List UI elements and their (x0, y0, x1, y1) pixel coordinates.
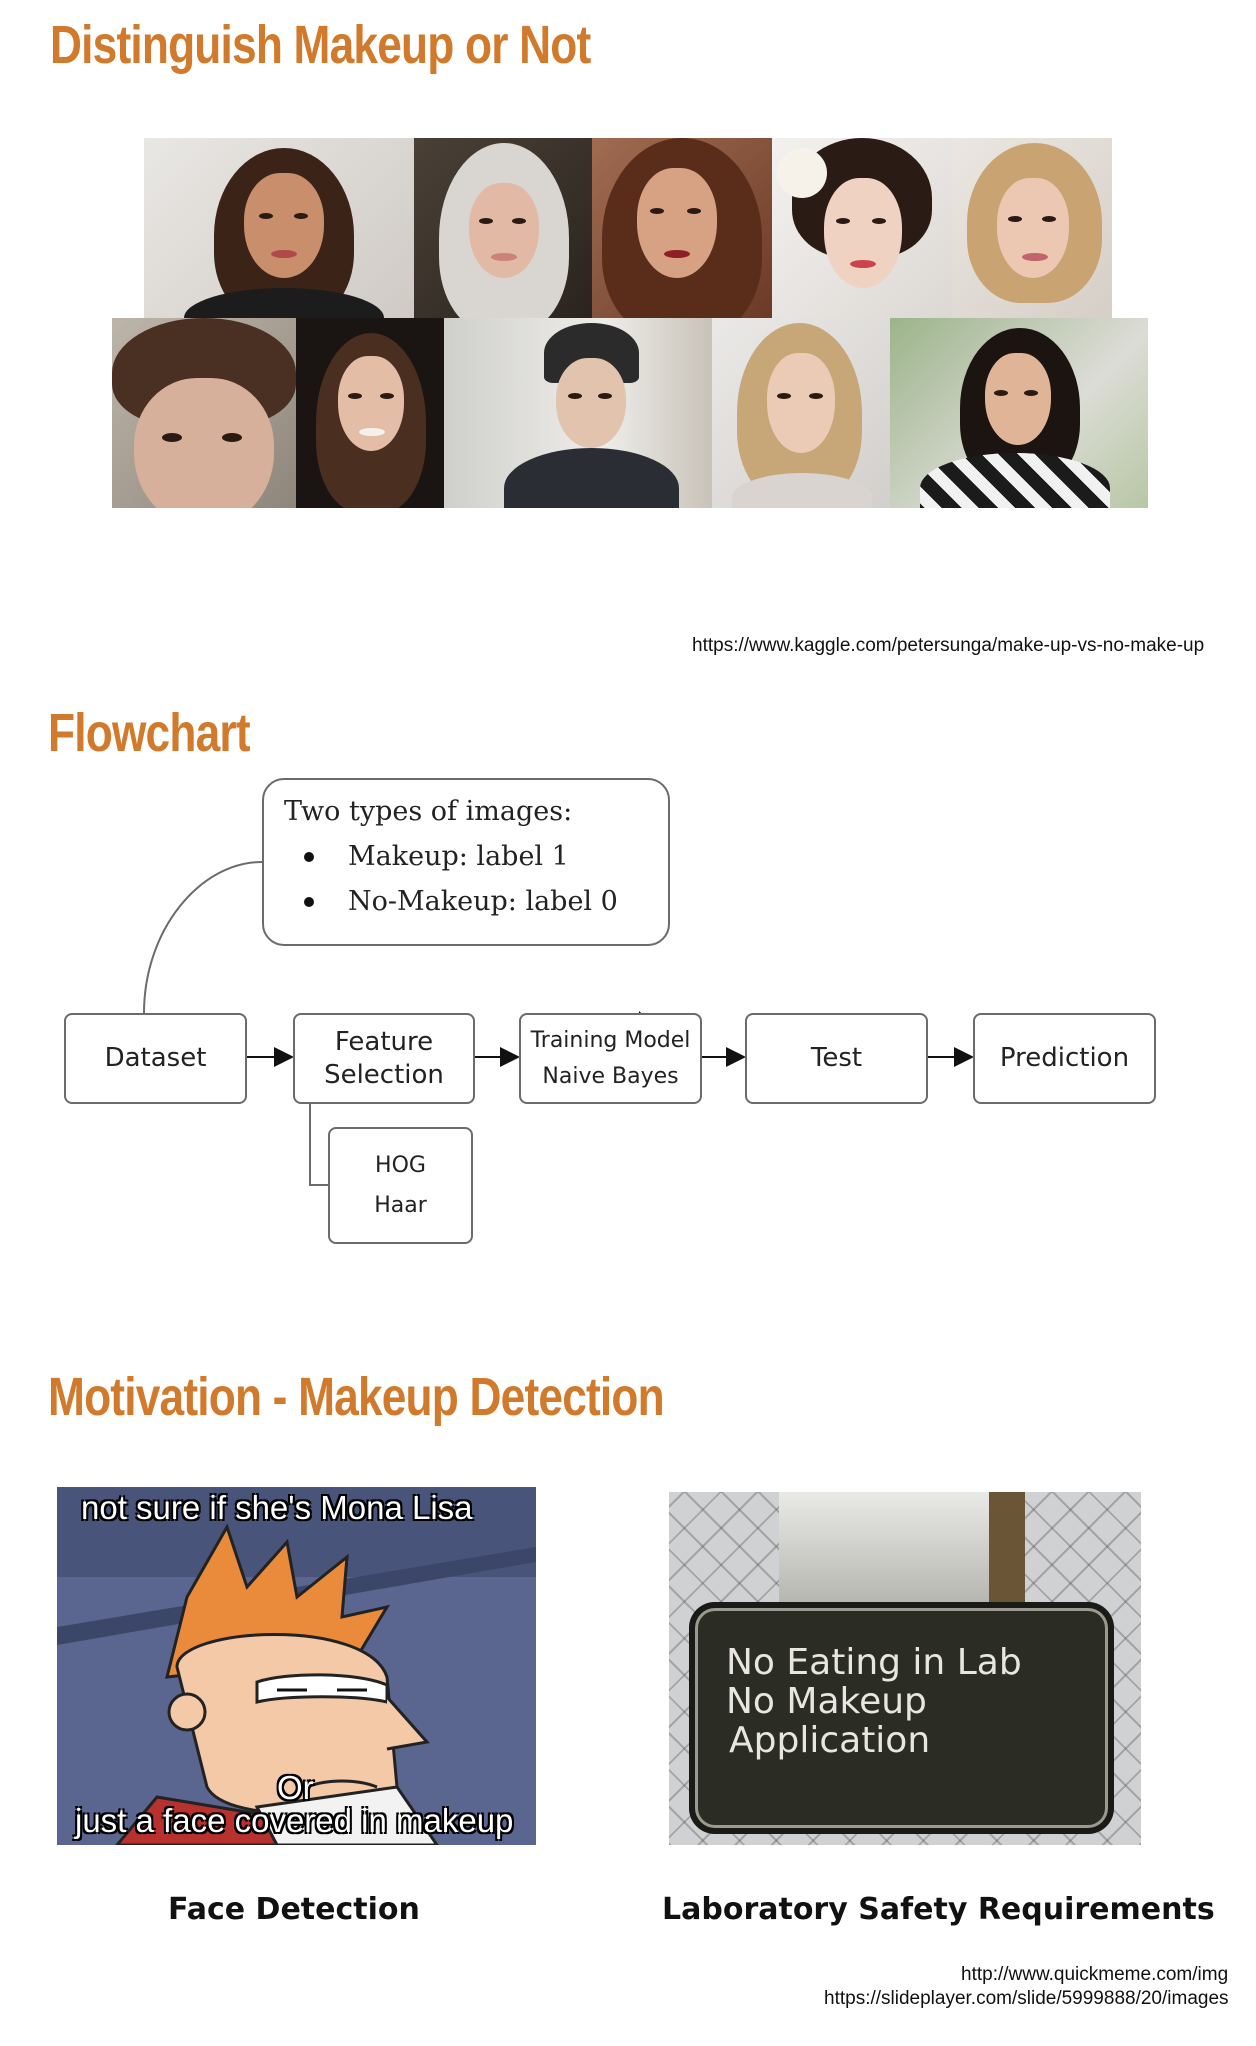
section-title-flowchart: Flowchart (48, 703, 251, 763)
sign-board (689, 1602, 1114, 1834)
meme-bottom-text: just a face covered in makeup (75, 1802, 514, 1839)
makeup-photo (952, 138, 1112, 318)
meme-top-text: not sure if she's Mona Lisa (81, 1489, 473, 1526)
note-item-no-makeup: No-Makeup: label 0 (284, 886, 648, 917)
caption-face-detection: Face Detection (168, 1892, 420, 1927)
sign-line-2: No Makeup (726, 1681, 927, 1722)
note-connector (143, 861, 263, 1014)
bullet-icon (304, 851, 314, 862)
source-link-kaggle[interactable]: https://www.kaggle.com/petersunga/make-u… (692, 635, 1205, 656)
makeup-photo (414, 138, 592, 318)
makeup-photo (772, 138, 952, 318)
sign-line-1: No Eating in Lab (726, 1642, 1022, 1683)
no-makeup-photo (296, 318, 444, 508)
caption-lab-safety: Laboratory Safety Requirements (662, 1892, 1215, 1927)
sign-line-3: Application (729, 1720, 931, 1761)
source-link-quickmeme[interactable]: http://www.quickmeme.com/img (961, 1964, 1229, 1985)
source-link-slideplayer[interactable]: https://slideplayer.com/slide/5999888/20… (824, 1988, 1229, 2009)
section-title-makeup: Distinguish Makeup or Not (50, 15, 591, 75)
feature-branch-connector (309, 1103, 328, 1186)
no-makeup-photo (712, 318, 890, 508)
dataset-note-box: Two types of images: Makeup: label 1 No-… (262, 778, 670, 946)
meme-image: not sure if she's Mona Lisa Or just a fa… (57, 1487, 536, 1845)
lab-sign-photo: No Eating in Lab No Makeup Application (669, 1492, 1141, 1845)
makeup-photo (144, 138, 414, 318)
step-prediction: Prediction (973, 1013, 1156, 1104)
step-test: Test (745, 1013, 928, 1104)
bullet-icon (304, 896, 314, 907)
note-heading: Two types of images: (284, 796, 573, 827)
fry-cartoon-illustration (57, 1487, 536, 1845)
makeup-photo (592, 138, 772, 318)
no-makeup-photo (444, 318, 712, 508)
no-makeup-photo (890, 318, 1148, 508)
step-dataset: Dataset (64, 1013, 247, 1104)
no-makeup-photo (112, 318, 296, 508)
note-item-makeup: Makeup: label 1 (284, 841, 648, 872)
section-title-motivation: Motivation - Makeup Detection (48, 1367, 665, 1427)
meme-middle-text: Or (277, 1769, 314, 1806)
